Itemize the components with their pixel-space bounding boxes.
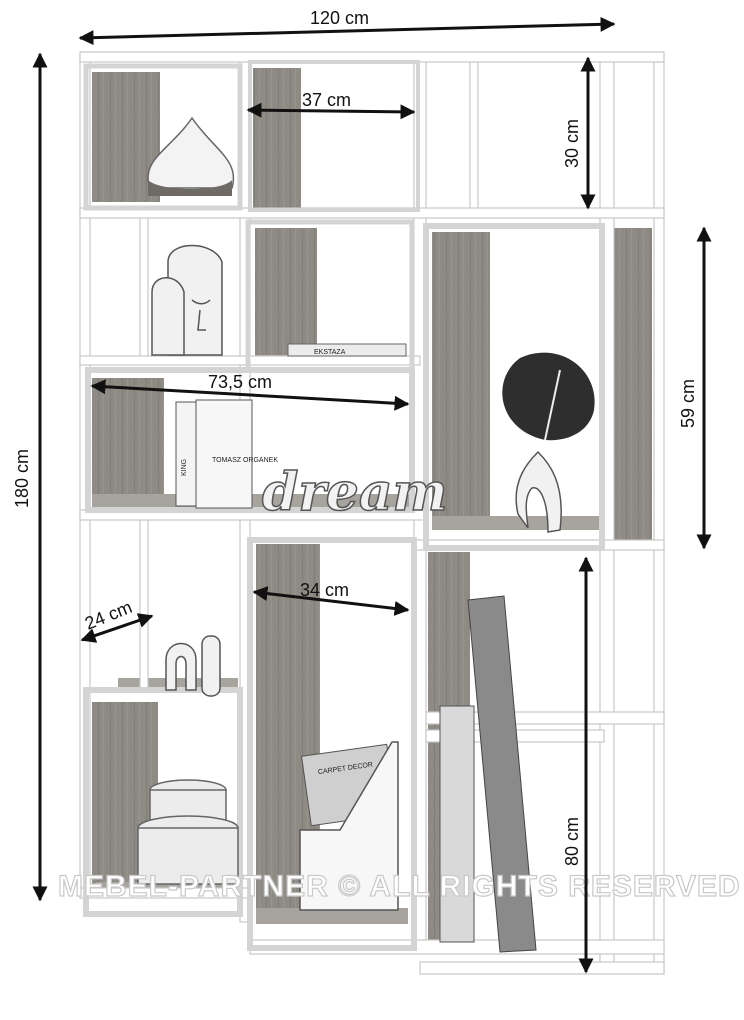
arrow-compartment-width xyxy=(246,102,416,120)
book-spine-title: EKSTAZA xyxy=(314,349,346,356)
wood-shelf xyxy=(118,678,238,688)
label-wide-box-width: 73,5 cm xyxy=(208,372,272,392)
book-stack: EKSTAZA xyxy=(287,343,407,357)
label-compartment-width: 37 cm xyxy=(302,90,351,110)
box-frame xyxy=(423,223,605,551)
label-height-total: 180 cm xyxy=(12,449,32,508)
frame-post xyxy=(653,61,665,973)
box-frame xyxy=(247,537,417,951)
label-lower-height: 80 cm xyxy=(562,817,582,866)
wood-panel xyxy=(432,232,490,528)
wood-panel xyxy=(92,378,164,504)
dream-sign: dream xyxy=(262,462,448,523)
frame-post xyxy=(139,213,149,363)
watermark: MEBEL-PARTNER © ALL RIGHTS RESERVED xyxy=(58,870,741,903)
book-author: TOMASZ ORGANEK xyxy=(212,457,278,464)
wood-shelf xyxy=(256,908,408,924)
label-width-total: 120 cm xyxy=(310,8,369,28)
box-frame xyxy=(83,63,243,211)
face-sculpture xyxy=(151,244,223,356)
arrow-width-total xyxy=(78,16,616,46)
label-box-height: 59 cm xyxy=(678,379,698,428)
box-frame xyxy=(248,60,420,212)
vase-object xyxy=(147,116,235,196)
dimension-lines xyxy=(32,16,712,974)
box-frame xyxy=(85,367,415,513)
rolled-canvases xyxy=(439,595,537,953)
standing-books: TOMASZ ORGANEK KING xyxy=(175,399,278,509)
round-boxes xyxy=(137,779,239,885)
box-frame xyxy=(83,687,243,917)
label-compartment-height: 30 cm xyxy=(562,119,582,168)
arch-sculpture xyxy=(165,635,221,697)
arrow-wide-box-width xyxy=(90,379,410,411)
label-lower-box-width: 34 cm xyxy=(300,580,349,600)
wood-panel xyxy=(253,68,301,208)
arrow-lower-box-width xyxy=(252,586,410,616)
monstera-leaf-vase xyxy=(502,352,595,533)
book-small: KING xyxy=(181,459,188,476)
magazine-holder: CARPET DECOR xyxy=(299,741,399,911)
frame-post xyxy=(469,61,479,213)
frame-post xyxy=(139,519,149,691)
wood-shelf xyxy=(432,516,600,530)
arrow-depth xyxy=(80,613,154,643)
frame-rail xyxy=(419,961,665,975)
wood-panel xyxy=(255,228,317,358)
